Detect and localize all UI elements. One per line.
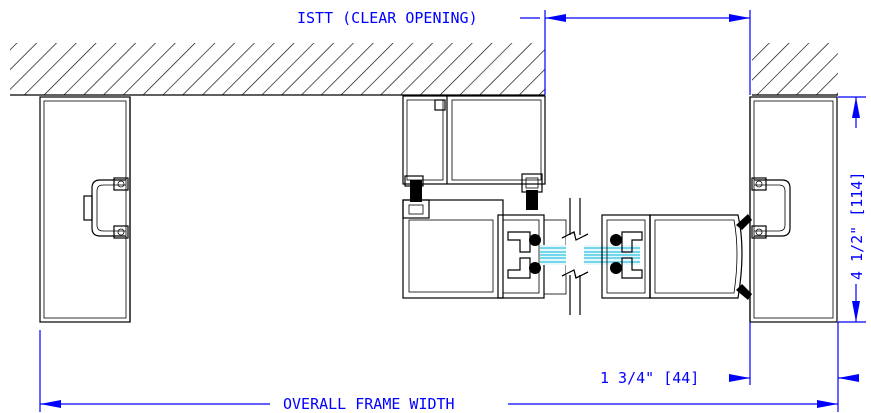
wall-hatch-left bbox=[10, 43, 545, 95]
right-jamb-frame bbox=[736, 96, 838, 323]
left-jamb-frame bbox=[39, 96, 131, 323]
dimension-sash-width: 1 3/4" [44] bbox=[600, 322, 859, 412]
dimension-overall-width: OVERALL FRAME WIDTH bbox=[39, 330, 838, 413]
frame-depth-label: 4 1/2" [114] bbox=[848, 172, 866, 280]
wall-hatch-right bbox=[752, 43, 838, 95]
glazing-unit bbox=[540, 198, 640, 315]
clear-opening-label: ISTT (CLEAR OPENING) bbox=[297, 9, 478, 27]
arrow-left bbox=[545, 14, 566, 22]
arrow-right bbox=[729, 14, 750, 22]
dimension-clear-opening: ISTT (CLEAR OPENING) bbox=[297, 9, 751, 95]
head-interlock-frame bbox=[402, 95, 546, 193]
dimension-frame-depth: 4 1/2" [114] bbox=[838, 96, 866, 323]
fixed-sash bbox=[402, 180, 567, 299]
overall-width-label: OVERALL FRAME WIDTH bbox=[283, 395, 455, 413]
weatherstrip-right bbox=[526, 190, 538, 210]
wall-head bbox=[10, 43, 838, 96]
sash-width-label: 1 3/4" [44] bbox=[600, 369, 699, 387]
weatherstrip-left bbox=[410, 180, 422, 202]
operable-sash bbox=[601, 214, 743, 299]
